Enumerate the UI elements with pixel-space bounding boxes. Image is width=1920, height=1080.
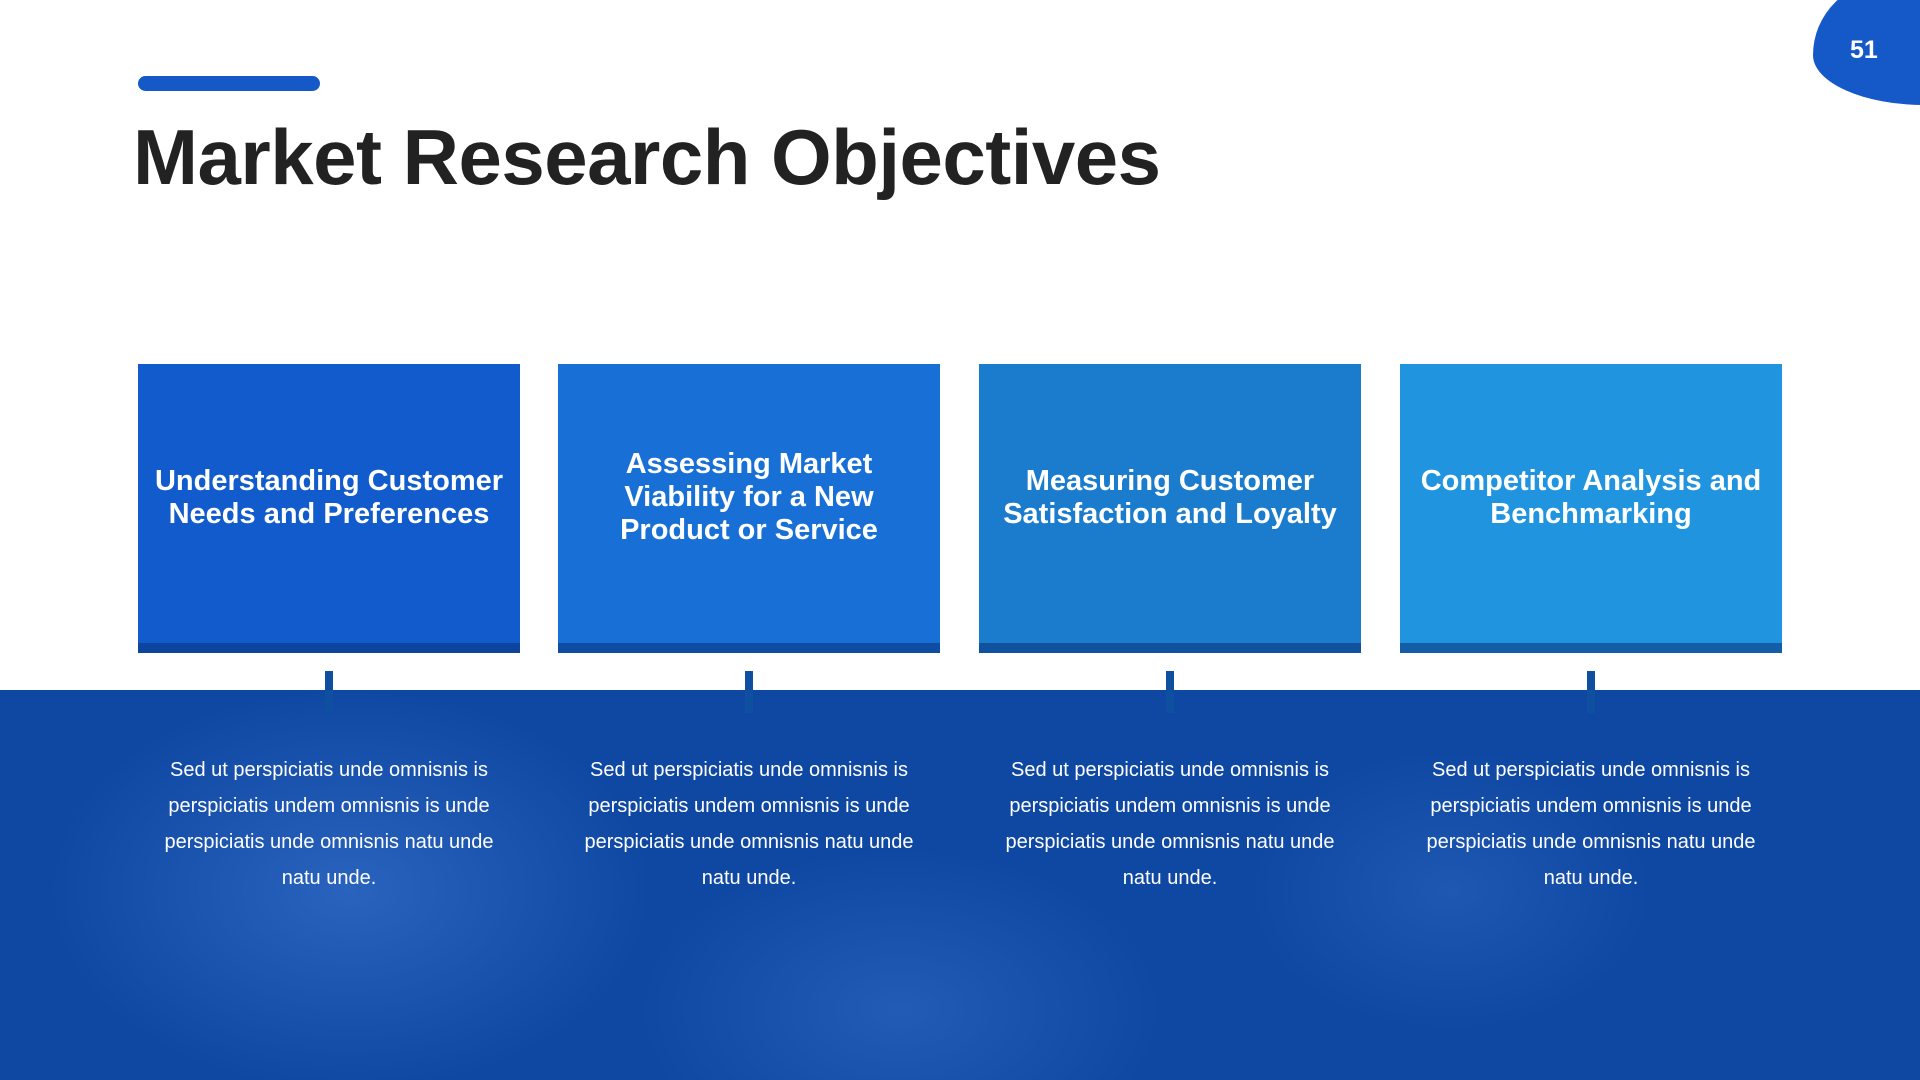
connector-tick — [325, 671, 333, 713]
slide-title: Market Research Objectives — [133, 113, 1161, 201]
connector-tick — [1166, 671, 1174, 713]
objective-card-1: Understanding Customer Needs and Prefere… — [138, 364, 520, 653]
connector-tick — [1587, 671, 1595, 713]
card-description: Sed ut perspiciatis unde omnisnis is per… — [584, 759, 914, 889]
objective-card-3: Measuring Customer Satisfaction and Loya… — [979, 364, 1361, 653]
water-background-band — [0, 690, 1920, 1080]
card-title: Understanding Customer Needs and Prefere… — [154, 464, 504, 530]
card-description: Sed ut perspiciatis unde omnisnis is per… — [164, 759, 494, 889]
page-number: 51 — [1850, 36, 1878, 64]
card-description: Sed ut perspiciatis unde omnisnis is per… — [1426, 759, 1756, 889]
title-accent-bar — [138, 76, 320, 91]
objective-card-4: Competitor Analysis and Benchmarking — [1400, 364, 1782, 653]
card-description: Sed ut perspiciatis unde omnisnis is per… — [1005, 759, 1335, 889]
connector-tick — [745, 671, 753, 713]
card-title: Competitor Analysis and Benchmarking — [1420, 464, 1762, 530]
objective-card-2: Assessing Market Viability for a New Pro… — [558, 364, 940, 653]
card-title: Assessing Market Viability for a New Pro… — [620, 448, 878, 546]
card-title: Measuring Customer Satisfaction and Loya… — [1003, 464, 1337, 530]
